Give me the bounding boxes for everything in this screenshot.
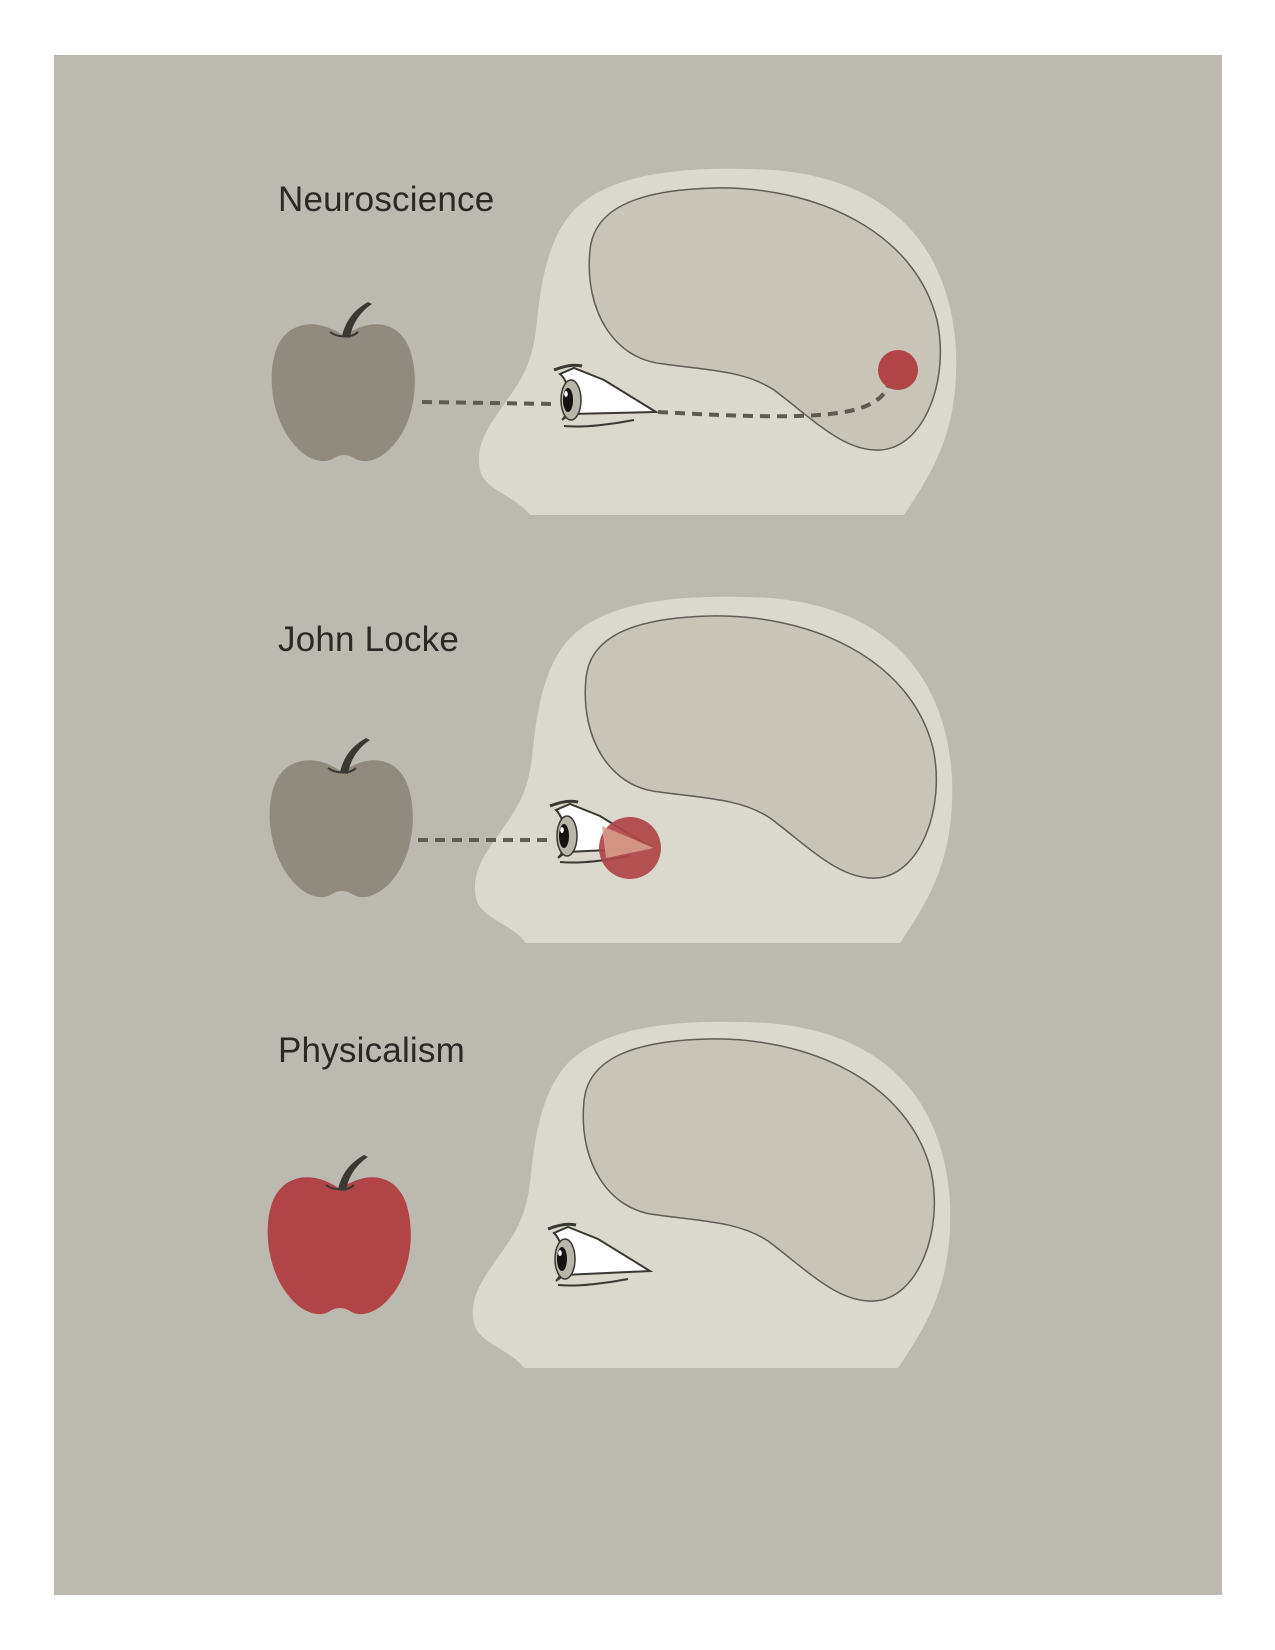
sight-path bbox=[421, 385, 890, 419]
panel-title: Physicalism bbox=[278, 1031, 465, 1070]
diagram-canvas: Neuroscience bbox=[54, 55, 1222, 1595]
eye-icon bbox=[553, 363, 660, 428]
panel-title: John Locke bbox=[278, 620, 460, 659]
panel-neuroscience: Neuroscience bbox=[54, 168, 1222, 630]
panel-john-locke: John Locke bbox=[54, 596, 1222, 1060]
neuroscience-illustration bbox=[271, 168, 957, 515]
john-locke-illustration bbox=[269, 596, 953, 943]
brain-icon bbox=[588, 187, 941, 451]
apple-icon bbox=[269, 738, 413, 898]
physicalism-illustration bbox=[267, 1021, 951, 1368]
panel-title: Neuroscience bbox=[278, 180, 495, 219]
panel-physicalism: Physicalism bbox=[54, 1021, 1222, 1485]
apple-icon bbox=[267, 1155, 411, 1315]
eye-icon bbox=[547, 1222, 654, 1287]
apple-icon bbox=[271, 302, 415, 462]
red-dot-icon bbox=[599, 817, 661, 879]
brain-icon bbox=[582, 1038, 935, 1302]
red-dot-icon bbox=[878, 350, 918, 390]
brain-icon bbox=[584, 615, 937, 879]
